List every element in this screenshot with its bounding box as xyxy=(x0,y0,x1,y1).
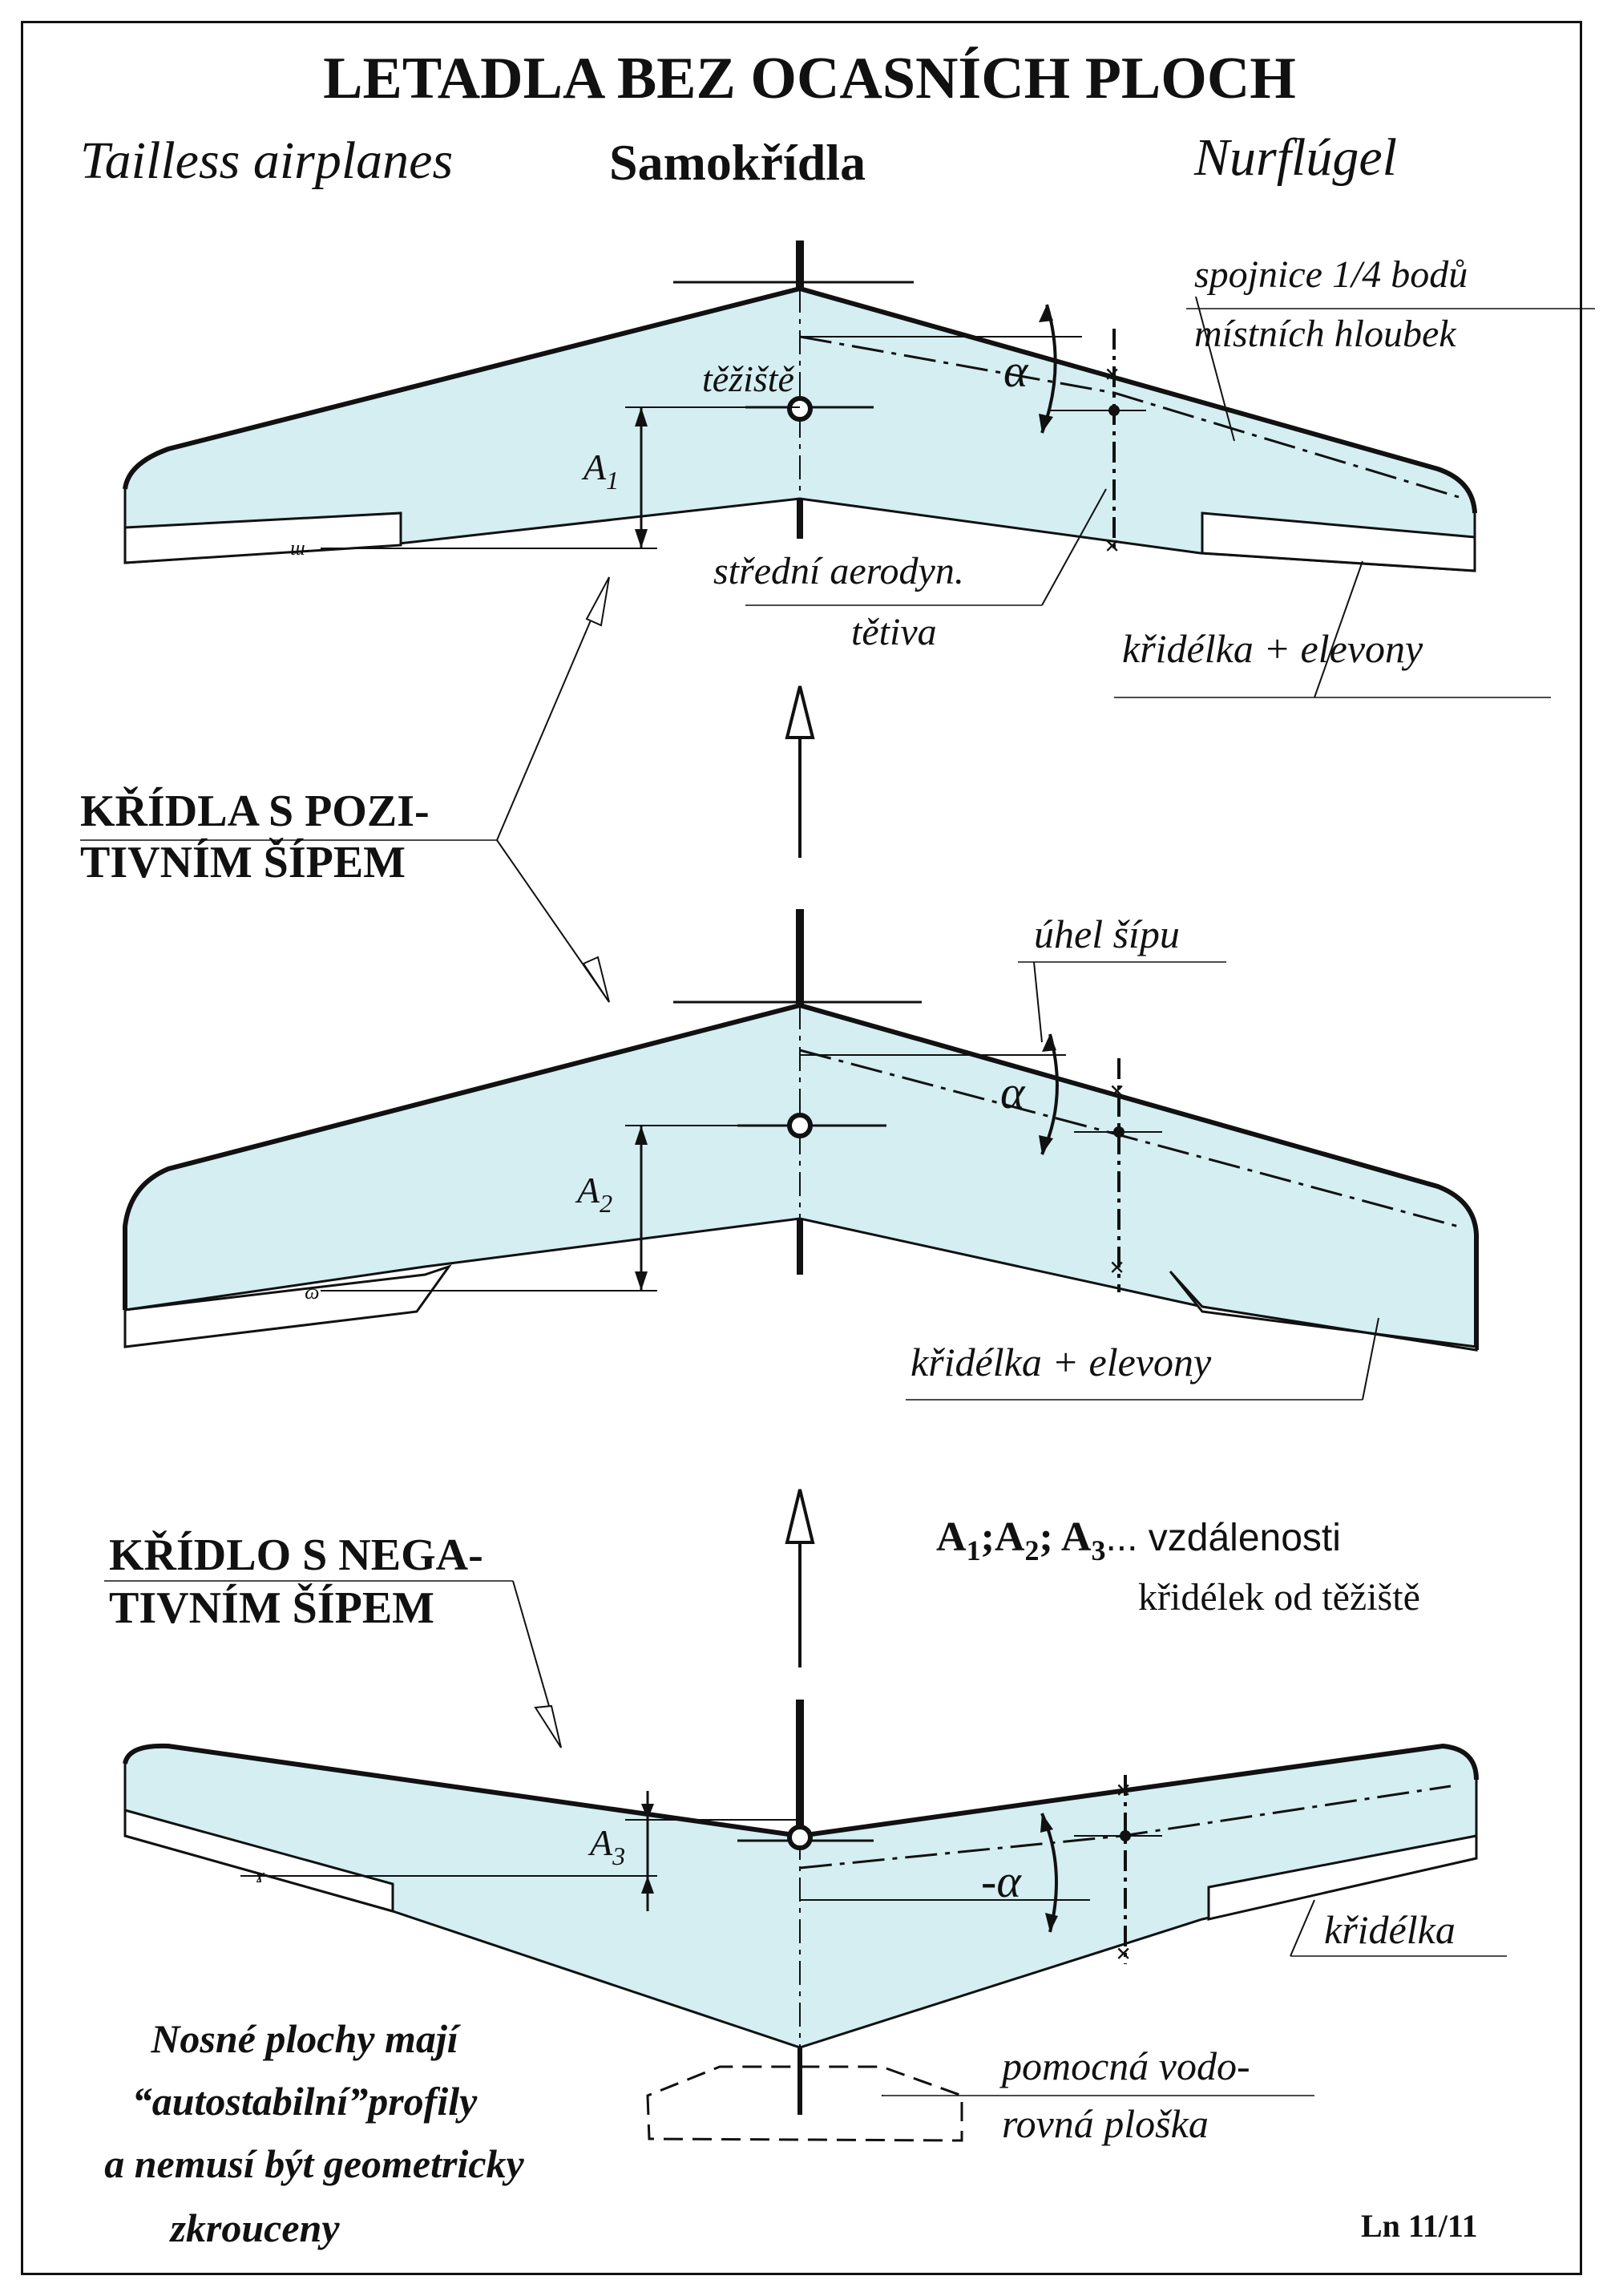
wing-2-leader-kridelka xyxy=(1362,1317,1379,1401)
subtitle-en: Tailless airplanes xyxy=(80,131,453,190)
wing-2-mac-mark-top: × xyxy=(1109,1077,1125,1106)
wing-1-aileron-right xyxy=(1201,511,1476,572)
wing-1-mac-mark-top: × xyxy=(1104,360,1120,390)
wing-1-mac-mark-bottom: × xyxy=(1104,532,1120,561)
label-stredni-1: střední aerodyn. xyxy=(713,550,964,592)
wing-1-a1-label: A1 xyxy=(581,447,619,495)
section-negative-line1: KŘÍDLO S NEGA- xyxy=(109,1530,483,1580)
section-positive-line1: KŘÍDLA S POZI- xyxy=(80,786,430,836)
wing-1-cg-marker xyxy=(787,396,813,422)
wing-3-aileron-right xyxy=(1207,1834,1478,1921)
wing-1-leading-edge-left xyxy=(123,286,801,490)
wing-1-alpha-arrow-top xyxy=(1039,305,1053,322)
wing-1-spring-mark: ɯ xyxy=(290,536,305,560)
section-positive-line2: TIVNÍM ŠÍPEM xyxy=(80,837,406,887)
section-positive-leaders xyxy=(80,576,610,1003)
label-pomocna-2: rovná ploška xyxy=(1002,2101,1209,2146)
wing-1-alpha-arrow-bottom xyxy=(1039,414,1053,433)
wing-2-leading-edge-right xyxy=(799,1003,1479,1350)
wing-1-leader-kridelka xyxy=(1314,560,1363,698)
subtitle-cz: Samokřídla xyxy=(609,134,866,191)
wing-3-a3-arrow-down xyxy=(641,1804,654,1820)
sheet-id: Ln 11/11 xyxy=(1361,2208,1478,2244)
wing-positive-2: A2 ɷ × × α xyxy=(123,909,1479,1401)
wing-3-a3-label: A3 xyxy=(587,1822,625,1870)
wing-3-alpha-arrow-bottom xyxy=(1045,1913,1058,1932)
note-line2: “autostabilní”profily xyxy=(132,2079,478,2124)
wing-2-aileron-left xyxy=(123,1264,452,1348)
wing-2-leader-uhel xyxy=(1033,961,1043,1043)
page-frame xyxy=(21,21,1582,2275)
wing-negative: A3 ɤ × × -α xyxy=(123,1700,1507,2142)
wing-1-leader-spojnice xyxy=(1195,296,1235,442)
wing-3-a3-arrow-up xyxy=(641,1876,654,1894)
wing-1-quarter-chord-line xyxy=(799,335,1460,499)
wing-3-mac-mark-top: × xyxy=(1116,1776,1131,1805)
wing-3-alpha-label: -α xyxy=(981,1855,1022,1907)
wing-3-leader-kridelka xyxy=(1290,1899,1315,1957)
label-stredni-2: tětiva xyxy=(851,611,937,653)
label-uhel-sipu: úhel šípu xyxy=(1034,912,1180,956)
wing-2-alpha-label: α xyxy=(1000,1066,1026,1118)
wing-3-leading-edge-left xyxy=(123,1743,801,1838)
wing-1-a1-arrow-up xyxy=(635,407,648,426)
label-spojnice-2: místních hloubek xyxy=(1194,313,1457,355)
label-kridelka-elevony-2: křidélka + elevony xyxy=(911,1340,1212,1384)
wing-2-aileron-right xyxy=(1169,1270,1478,1352)
wing-2-alpha-arrow-top xyxy=(1042,1034,1056,1052)
subtitle-de: Nurflúgel xyxy=(1193,128,1397,187)
page-title: LETADLA BEZ OCASNÍCH PLOCH xyxy=(323,46,1296,111)
flight-direction-arrow-1 xyxy=(785,685,815,858)
wing-3-spring-mark: ɤ xyxy=(255,1864,265,1887)
note-line1: Nosné plochy mají xyxy=(150,2016,461,2061)
wing-3-mac-mark-bottom: × xyxy=(1116,1939,1131,1969)
wing-2-leading-edge-left xyxy=(123,1003,801,1310)
label-kridelka-elevony-1: křidélka + elevony xyxy=(1122,626,1423,671)
wing-2-spring-mark: ɷ xyxy=(305,1280,319,1304)
wing-3-aileron-left xyxy=(123,1809,394,1913)
label-kridelka: křidélka xyxy=(1324,1907,1456,1952)
wing-1-a1-arrow-down xyxy=(635,529,648,548)
legend-line-2: křidélek od těžiště xyxy=(1138,1576,1420,1619)
label-spojnice-1: spojnice 1/4 bodů xyxy=(1194,253,1468,296)
auxiliary-horizontal-surface xyxy=(646,2065,963,2142)
label-teziste: těžiště xyxy=(702,358,795,399)
wing-3-alpha-arrow-top xyxy=(1040,1813,1053,1833)
wing-3-cg-marker xyxy=(787,1825,813,1850)
wing-2-mac-mark-bottom: × xyxy=(1109,1253,1125,1283)
wing-1-alpha-label: α xyxy=(1003,345,1029,397)
wing-2-a2-arrow-up xyxy=(635,1126,648,1145)
wing-2-cg-marker xyxy=(787,1113,813,1138)
wing-1-aileron-left xyxy=(123,511,402,564)
note-line4: zkrouceny xyxy=(168,2205,340,2250)
label-pomocna-1: pomocná vodo- xyxy=(999,2043,1250,2088)
section-negative-line2: TIVNÍM ŠÍPEM xyxy=(109,1583,434,1633)
wing-3-leading-edge-right xyxy=(799,1743,1479,1838)
wing-1-leader-stredni xyxy=(1041,488,1107,606)
note-line3: a nemusí být geometricky xyxy=(104,2141,524,2186)
wing-1-leading-edge-right xyxy=(799,286,1477,514)
flight-direction-arrow-2 xyxy=(785,1489,815,1667)
wing-2-alpha-arrow-bottom xyxy=(1039,1135,1053,1154)
wing-positive-1: A1 ɯ × × α xyxy=(123,241,1595,698)
wing-2-a2-label: A2 xyxy=(575,1170,612,1218)
wing-2-a2-arrow-down xyxy=(635,1271,648,1291)
legend-line-1: A1;A2; A3... vzdálenosti xyxy=(936,1514,1341,1566)
section-negative-leaders xyxy=(104,1580,562,1748)
